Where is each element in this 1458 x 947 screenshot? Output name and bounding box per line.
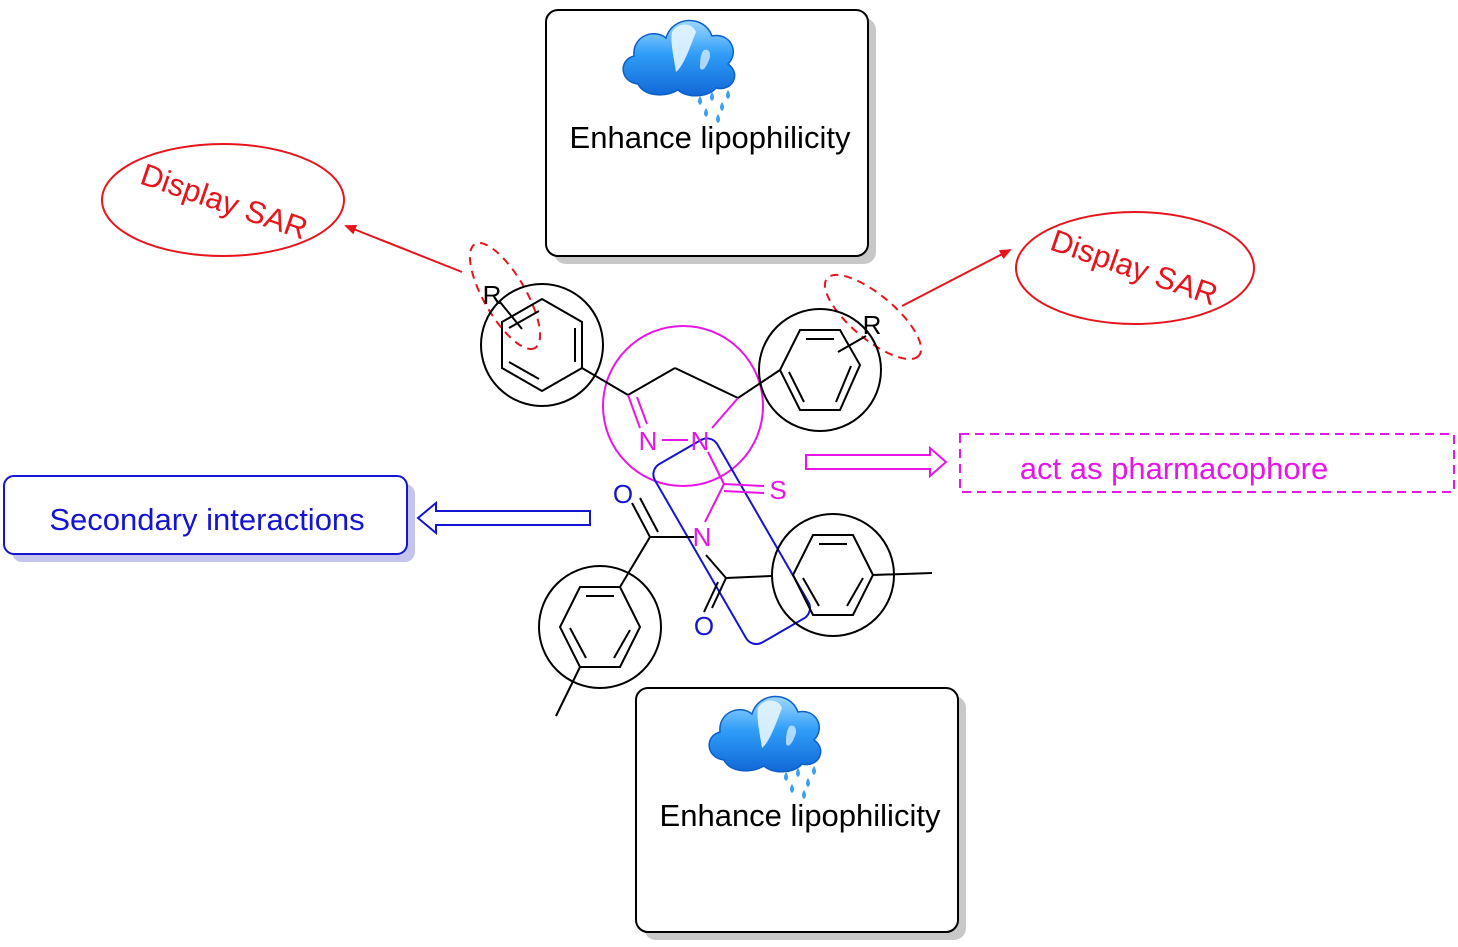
- right-phenyl-ring: [778, 329, 862, 411]
- n3-label: N: [693, 522, 712, 552]
- c-n-bond: [711, 397, 739, 429]
- o1-label: O: [613, 479, 633, 509]
- bond: [619, 536, 651, 588]
- right-tolyl-ring: [791, 534, 875, 616]
- secondary-interactions-callout: Secondary interactions: [3, 437, 811, 646]
- n1-label: N: [639, 426, 658, 456]
- carbonyl-highlight: [652, 437, 811, 646]
- r-bond: [837, 335, 867, 353]
- ring-double-bond: [508, 310, 540, 329]
- ring-double-bond: [788, 371, 805, 403]
- right-ring-circle: [758, 308, 882, 432]
- molecule-skeleton: [480, 283, 933, 717]
- bond: [581, 367, 629, 396]
- left-phenyl-ring: [501, 297, 583, 393]
- bond: [674, 367, 739, 399]
- carbonyl-bond: [703, 581, 719, 613]
- secondary-label: Secondary interactions: [49, 502, 364, 537]
- ring-double-bond: [508, 361, 540, 380]
- bond: [725, 575, 773, 579]
- sar-ellipse: [101, 143, 345, 257]
- c-n-bond: [627, 394, 641, 429]
- bond: [627, 367, 676, 396]
- carbonyl-bond: [711, 577, 727, 609]
- carbonyl-bond: [639, 497, 659, 533]
- atom-labels: R R N N S N O O: [483, 280, 882, 641]
- top-lipophilicity-box: Enhance lipophilicity: [545, 9, 876, 264]
- right-sar-label: Display SAR: [1046, 223, 1222, 313]
- c-n-bond: [704, 483, 725, 523]
- s-label: S: [769, 475, 786, 505]
- carbonyl-bond: [631, 502, 651, 538]
- left-sar-arrow: [344, 225, 463, 273]
- right-substituent-highlight: [823, 273, 923, 361]
- left-sar-label: Display SAR: [136, 157, 312, 247]
- bottom-box-label: Enhance lipophilicity: [660, 798, 941, 833]
- c-s-bond: [723, 483, 765, 487]
- pharmacophore-circle: [602, 325, 764, 487]
- bond: [705, 554, 727, 579]
- pharmacophore-box: [959, 433, 1455, 493]
- c-s-double-bond: [723, 490, 765, 494]
- left-substituent-highlight: [468, 241, 542, 351]
- right-sar-callout: Display SAR: [823, 211, 1255, 361]
- sar-ellipse: [1015, 211, 1255, 325]
- bond: [737, 369, 781, 399]
- bottom-lipophilicity-box: Enhance lipophilicity: [635, 687, 966, 940]
- c-n-double-bond: [636, 396, 648, 425]
- pharmacophore-callout: act as pharmacophore: [602, 325, 1455, 493]
- secondary-arrow: [416, 500, 591, 536]
- r-bond: [499, 301, 523, 330]
- left-tolyl-ring: [558, 586, 642, 668]
- pharmacophore-label: act as pharmacophore: [1020, 451, 1328, 486]
- ring-double-bond: [835, 365, 852, 403]
- methyl-bond: [872, 572, 933, 576]
- left-tolyl-circle: [538, 565, 662, 689]
- ring-double-bond: [569, 627, 587, 659]
- pharmacophore-bonds: [627, 394, 765, 523]
- ring-double-bond: [613, 629, 631, 659]
- methyl-bond: [555, 666, 581, 717]
- pharmacophore-arrow: [805, 445, 948, 479]
- n2-label: N: [691, 426, 710, 456]
- right-r-label: R: [863, 310, 882, 340]
- top-box-label: Enhance lipophilicity: [570, 120, 851, 155]
- ring-double-bond: [802, 577, 820, 607]
- secondary-box: [3, 475, 408, 555]
- left-sar-callout: Display SAR: [101, 143, 542, 351]
- left-r-label: R: [483, 280, 502, 310]
- ring-double-bond: [846, 577, 864, 607]
- o2-label: O: [694, 611, 714, 641]
- right-sar-arrow: [901, 249, 1012, 307]
- n-c-bond: [707, 451, 725, 485]
- left-ring-circle: [480, 283, 604, 407]
